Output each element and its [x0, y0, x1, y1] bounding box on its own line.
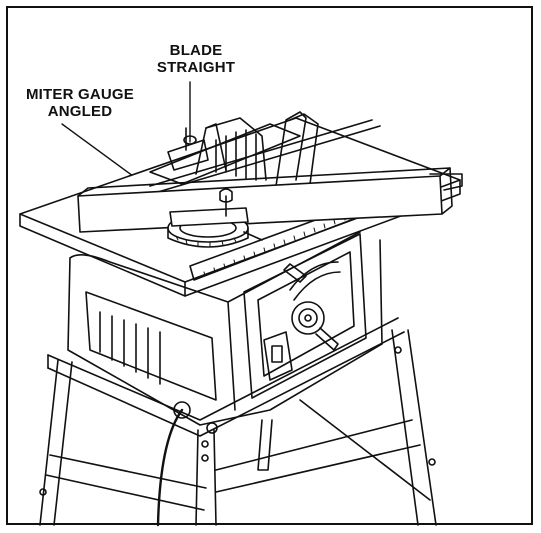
blade-arbor — [183, 135, 197, 145]
throat-plate — [149, 123, 301, 185]
leg-bolt — [394, 346, 402, 354]
leg-bolt — [39, 488, 47, 496]
miter-gauge-ticks — [175, 235, 237, 247]
workpiece-board — [77, 167, 463, 233]
leg-back — [257, 419, 273, 471]
leg-bolt — [201, 440, 209, 448]
riving-knife — [275, 111, 307, 187]
cord-strain-relief — [173, 401, 191, 419]
stand-brace-back — [299, 399, 431, 501]
control-panel — [243, 233, 367, 399]
callout-miter-gauge-angled: MITER GAUGE ANGLED — [10, 86, 150, 120]
blade-guard — [167, 111, 319, 187]
bevel-lock-handle — [283, 263, 307, 283]
stand-brace-front — [45, 454, 207, 511]
callout-blade-line2: STRAIGHT — [156, 59, 236, 76]
blade-height-handwheel — [291, 301, 325, 335]
stand-brace-right — [215, 419, 421, 493]
bevel-scale-arc — [289, 261, 339, 291]
saw-housing — [67, 231, 383, 527]
callout-blade-straight: BLADE STRAIGHT — [146, 42, 246, 76]
housing-bolt — [206, 422, 218, 434]
leg-right — [391, 329, 437, 526]
miter-gauge — [167, 188, 263, 248]
callout-blade-line1: BLADE — [169, 42, 223, 59]
stand-legs — [39, 329, 437, 526]
leg-front-left — [39, 359, 73, 526]
stand-frame — [47, 317, 405, 437]
miter-gauge-face — [169, 207, 249, 227]
leg-front-center — [195, 429, 217, 526]
miter-gauge-knob — [219, 188, 233, 217]
power-cord — [156, 408, 184, 527]
callout-miter-line2: ANGLED — [47, 103, 113, 120]
leg-bolt — [201, 454, 209, 462]
callout-miter-line1: MITER GAUGE — [25, 86, 135, 103]
vent-slots — [99, 311, 161, 385]
power-switch — [263, 331, 293, 381]
miter-slot — [149, 119, 381, 193]
leg-bolt — [428, 458, 436, 466]
